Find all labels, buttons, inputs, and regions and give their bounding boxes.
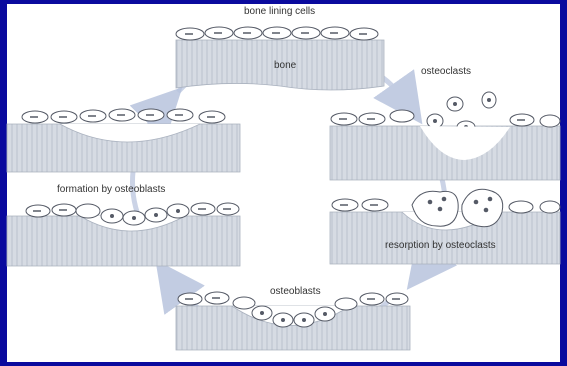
bone-block-right-top [330, 92, 560, 180]
label-osteoclasts: osteoclasts [421, 66, 471, 77]
bone-block-left-top [7, 109, 240, 172]
lining-cells-top [176, 27, 378, 40]
label-bone-lining-cells: bone lining cells [244, 6, 315, 17]
lining-cells-right-top [331, 110, 560, 127]
lining-cells-left-top [22, 109, 225, 123]
bone-block-bottom [176, 292, 410, 350]
bone-block-top [176, 27, 384, 90]
label-resorption-by-osteoclasts: resorption by osteoclasts [385, 240, 496, 251]
bone-block-left-bottom [7, 203, 240, 266]
label-bone: bone [274, 60, 296, 71]
label-osteoblasts: osteoblasts [270, 286, 321, 297]
label-formation-by-osteoblasts: formation by osteoblasts [57, 184, 165, 195]
bone-block-right-bottom [330, 189, 560, 264]
